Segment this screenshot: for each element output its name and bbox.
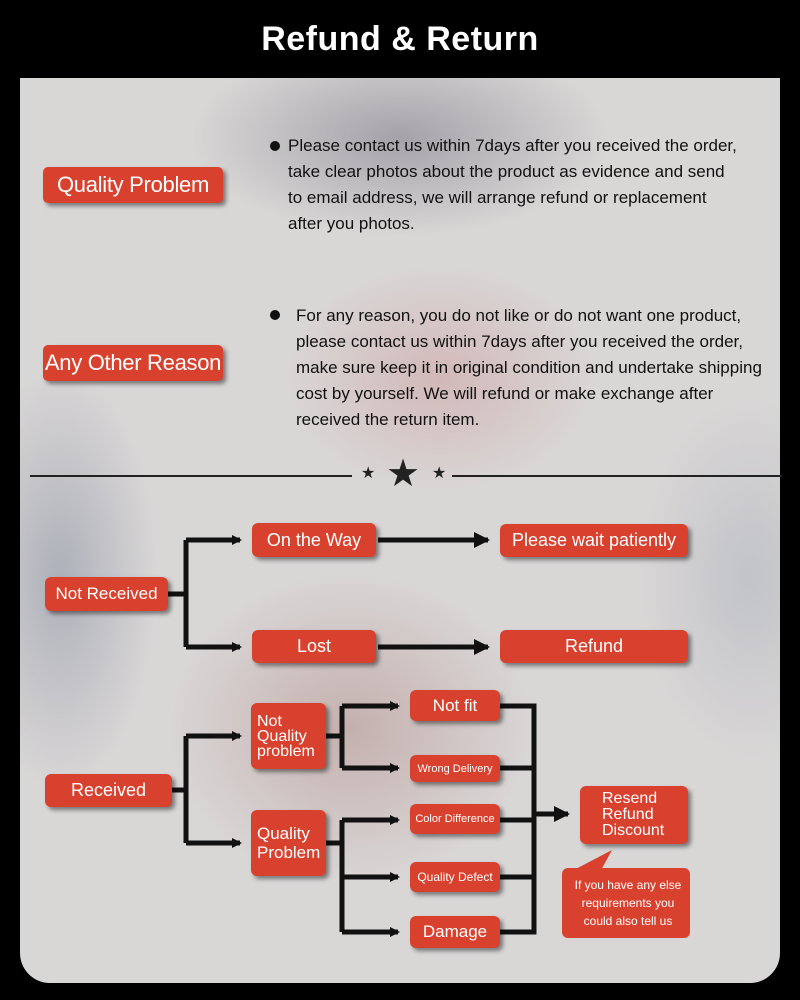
- color-difference-box: Color Difference: [410, 804, 500, 834]
- quality-problem-text: Please contact us within 7days after you…: [288, 136, 737, 233]
- please-wait-box: Please wait patiently: [500, 524, 688, 557]
- speech-note-text: If you have any else requirements you co…: [574, 878, 682, 928]
- damage-box: Damage: [410, 916, 500, 948]
- page-title: Refund & Return: [261, 19, 539, 58]
- speech-bubble: [562, 850, 690, 938]
- not-fit-box: Not fit: [410, 690, 500, 721]
- quality-problem-tag: Quality Problem: [43, 167, 223, 203]
- divider-line-left: [30, 475, 352, 477]
- any-other-reason-tag: Any Other Reason: [43, 345, 223, 381]
- bullet-icon: [270, 310, 280, 320]
- any-other-reason-text: For any reason, you do not like or do no…: [296, 306, 762, 429]
- quality-problem-box: Quality Problem: [251, 810, 326, 876]
- received-box: Received: [45, 774, 172, 807]
- small-star-icon: ★: [432, 465, 447, 482]
- wrong-delivery-box: Wrong Delivery: [410, 755, 500, 782]
- header-banner: Refund & Return: [0, 0, 800, 78]
- lost-box: Lost: [252, 630, 376, 663]
- refund-box: Refund: [500, 630, 688, 663]
- small-star-icon: ★: [361, 465, 376, 482]
- not-received-box: Not Received: [45, 577, 168, 611]
- divider-line-right: [452, 475, 782, 477]
- bullet-icon: [270, 141, 280, 151]
- on-the-way-box: On the Way: [252, 523, 376, 557]
- quality-defect-box: Quality Defect: [410, 862, 500, 892]
- large-star-icon: ★: [386, 453, 421, 495]
- not-quality-problem-box: Not Quality problem: [251, 703, 326, 769]
- resend-refund-discount-box: Resend Refund Discount: [580, 786, 688, 844]
